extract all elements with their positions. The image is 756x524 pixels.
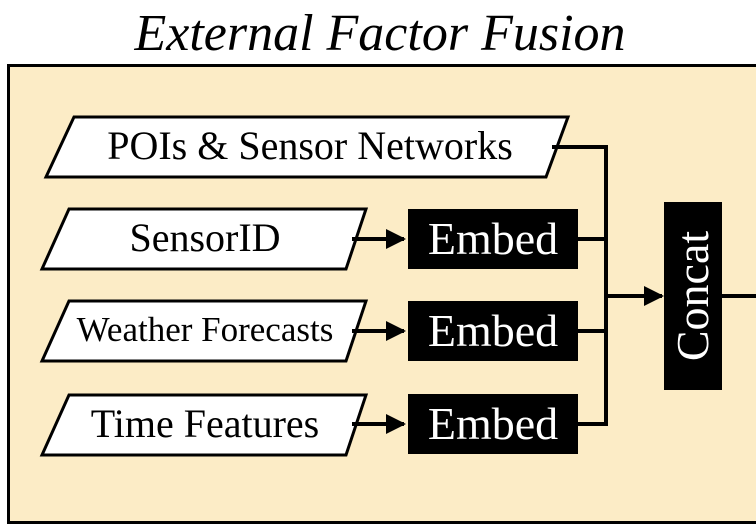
diagram-title: External Factor Fusion — [134, 5, 626, 62]
embed-block-sensorid: Embed — [408, 209, 578, 269]
embed-block-weather: Embed — [408, 301, 578, 361]
input-label-time: Time Features — [90, 401, 320, 446]
input-label-sensorid: SensorID — [129, 215, 281, 260]
diagram-shapes — [39, 115, 756, 457]
embed-block-time: Embed — [408, 394, 578, 454]
input-shape-sensorid — [39, 207, 369, 271]
concat-label: Concat — [667, 230, 718, 362]
concat-block: Concat — [664, 202, 722, 390]
input-label-weather: Weather Forecasts — [76, 310, 334, 349]
input-shape-time — [39, 393, 369, 457]
input-shape-pois — [43, 115, 571, 179]
input-shape-weather — [39, 299, 369, 363]
input-label-pois: POIs & Sensor Networks — [107, 123, 513, 168]
